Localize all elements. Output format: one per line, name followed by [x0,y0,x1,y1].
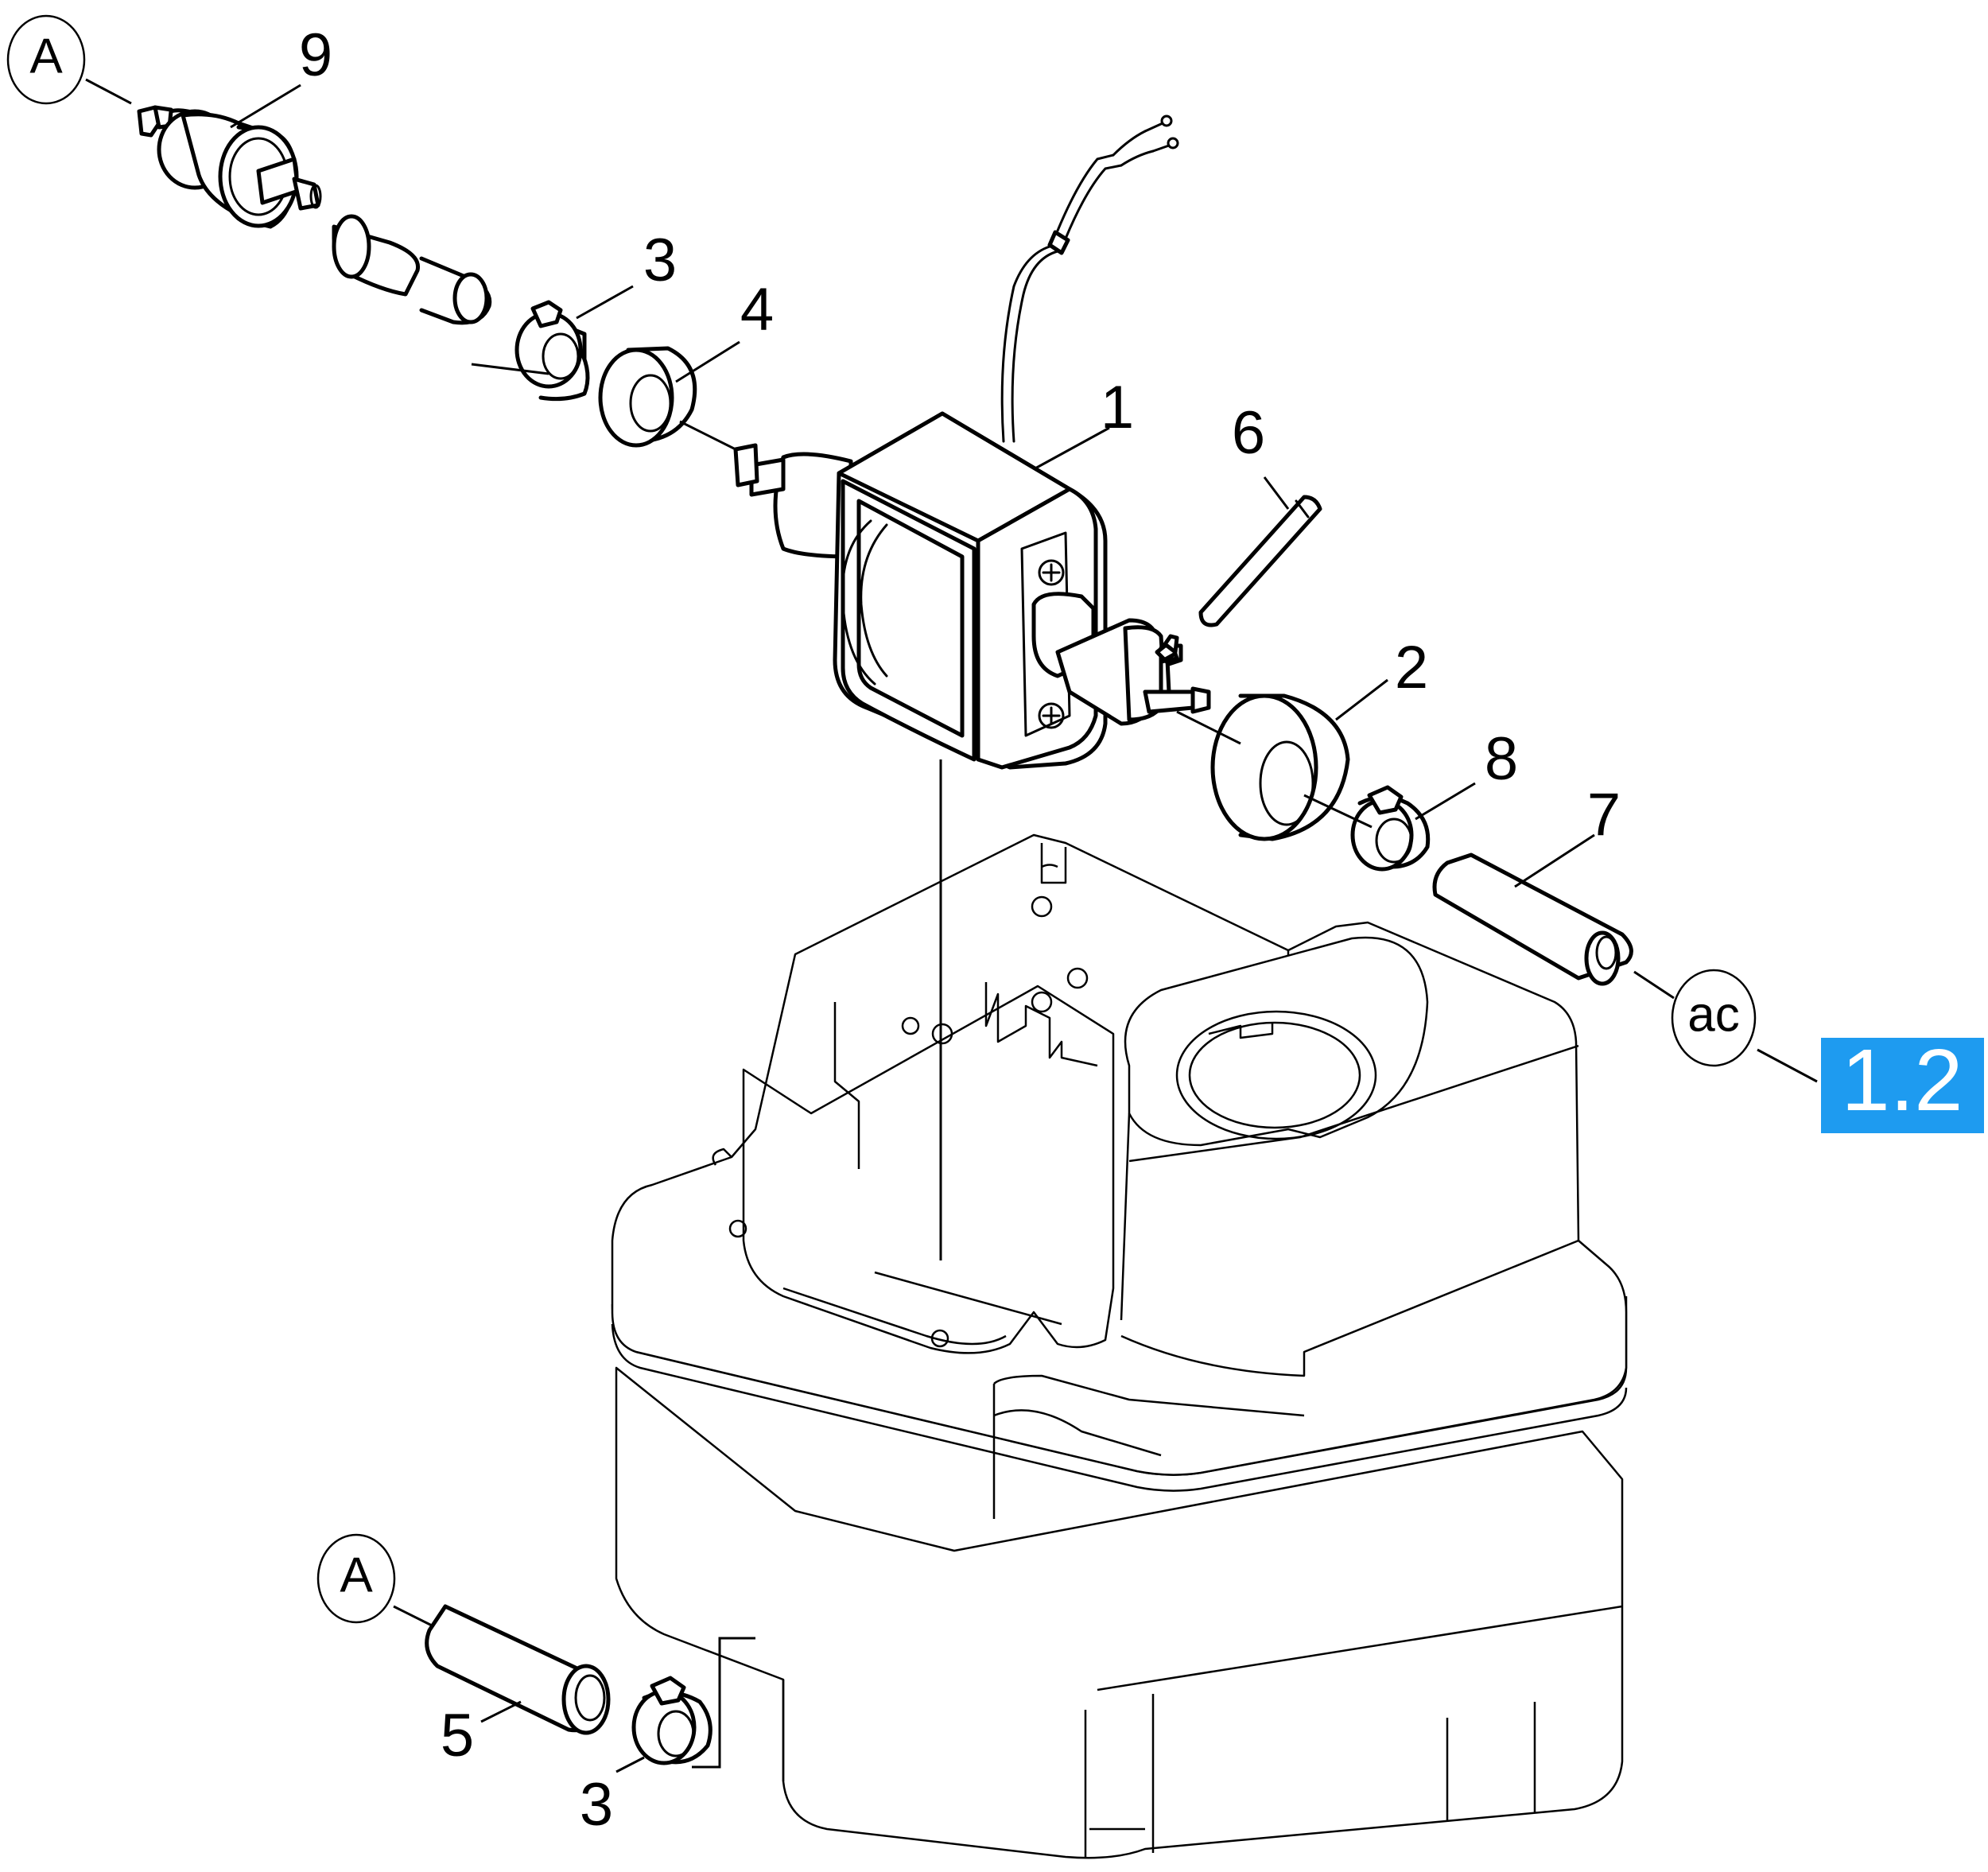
callout-5: 5 [441,1702,474,1769]
part-8-clamp [1350,785,1431,872]
part-6-rod [1198,495,1322,627]
part-5-hose [425,1604,611,1735]
callout-9: 9 [299,21,332,89]
reference-a-bottom: A [316,1533,396,1624]
callout-3-top: 3 [643,227,677,294]
section-badge-label: 1.2 [1842,1031,1963,1129]
pump-assembly [733,115,1211,770]
callout-8: 8 [1485,725,1518,793]
section-badge: 1.2 [1821,1031,1984,1133]
callout-6: 6 [1232,399,1265,467]
part-3-clamp-lower [631,1676,712,1765]
part-9-valve [137,105,322,229]
reference-ac-label: ac [1687,987,1739,1042]
reference-a-top: A [6,14,86,105]
part-7-hose [1432,852,1633,986]
hose-segment-upper [332,214,492,325]
reference-a-top-label: A [29,29,63,84]
part-4-grommet [598,346,697,448]
reference-a-bottom-label: A [340,1548,373,1602]
drain-guide-line [692,1637,755,1769]
leader-lines [85,78,1818,1773]
part-3-clamp-upper [514,300,590,402]
callout-2: 2 [1395,634,1428,701]
callout-3-bottom: 3 [580,1771,613,1839]
reference-ac: ac [1671,969,1757,1067]
part-2-grommet [1210,693,1350,841]
callout-1: 1 [1101,374,1134,441]
callout-4: 4 [740,276,774,344]
tank-housing [611,833,1628,1859]
callout-7: 7 [1587,781,1621,849]
